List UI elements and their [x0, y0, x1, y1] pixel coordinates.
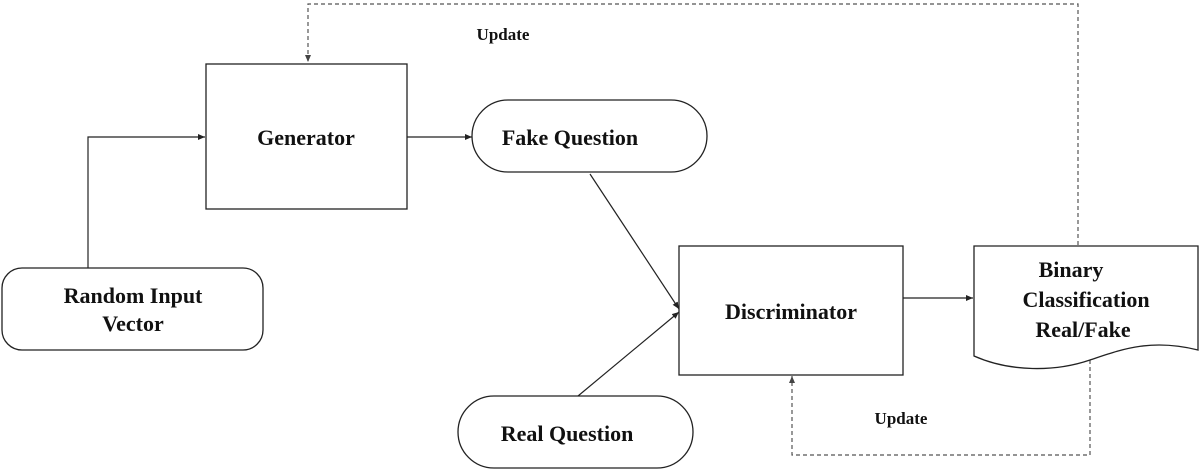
generator-node: Generator [205, 63, 408, 210]
edge-fake-question-to-discriminator [589, 173, 680, 310]
update-label-top: Update [477, 25, 530, 44]
binary-classification-node: Binary Classification Real/Fake [973, 245, 1199, 370]
discriminator-node: Discriminator [678, 245, 904, 376]
binary-classification-line3: Real/Fake [1035, 317, 1131, 342]
generator-label: Generator [257, 125, 355, 150]
fake-question-node: Fake Question [471, 99, 708, 173]
update-label-bottom: Update [875, 409, 928, 428]
real-question-label: Real Question [501, 421, 634, 446]
random-input-label-line1: Random Input [64, 283, 203, 308]
binary-classification-line1: Binary [1039, 257, 1104, 282]
edge-real-question-to-discriminator [577, 311, 680, 397]
random-input-vector-node: Random Input Vector [1, 267, 264, 351]
fake-question-label: Fake Question [502, 125, 638, 150]
discriminator-label: Discriminator [725, 299, 857, 324]
edge-random-input-to-generator [87, 134, 205, 268]
binary-classification-line2: Classification [1022, 287, 1149, 312]
update-edge-to-generator [305, 3, 1079, 245]
real-question-node: Real Question [457, 395, 694, 469]
random-input-label-line2: Vector [102, 311, 164, 336]
